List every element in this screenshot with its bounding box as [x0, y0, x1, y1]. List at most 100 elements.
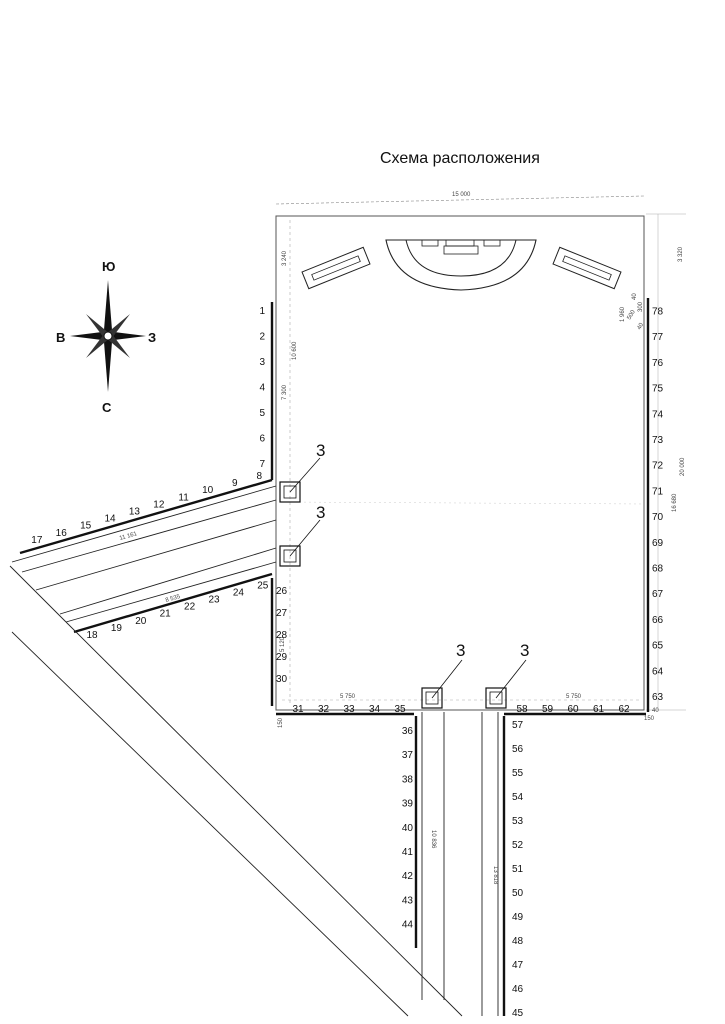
segment-number: 62: [618, 704, 630, 715]
segment-number: 30: [276, 674, 288, 685]
dim-small-b: 500: [627, 309, 638, 321]
dim-right-top: 3 320: [678, 246, 684, 262]
segment-number: 18: [86, 630, 98, 641]
compass-south-label: С: [102, 400, 112, 415]
segment-number: 68: [652, 564, 664, 575]
segment-number: 44: [402, 920, 414, 931]
segment-number: 7: [259, 459, 265, 470]
dim-side-small: 5 120: [280, 636, 286, 652]
segment-number: 65: [652, 641, 664, 652]
segment-number: 32: [318, 704, 330, 715]
segment-number: 21: [160, 609, 172, 620]
segment-number: 17: [31, 535, 43, 546]
segment-number: 76: [652, 358, 664, 369]
dim-small-c: 40: [632, 293, 638, 300]
segment-number: 24: [233, 587, 245, 598]
segment-number: 34: [369, 704, 381, 715]
dim-small-d: 300: [638, 301, 644, 312]
segment-number: 9: [232, 478, 238, 489]
segment-number: 47: [512, 960, 524, 971]
plot-boundary: [275, 195, 686, 711]
segment-number: 78: [652, 307, 664, 318]
segment-number: 73: [652, 435, 664, 446]
segment-number: 75: [652, 384, 664, 395]
dim-corner-left: 150: [278, 717, 284, 728]
dim-right-mid: 16 680: [672, 493, 678, 512]
segment-number: 58: [516, 704, 528, 715]
segment-number: 16: [56, 528, 68, 539]
segment-number: 45: [512, 1008, 524, 1019]
segment-number: 41: [402, 847, 414, 858]
segment-number: 77: [652, 332, 664, 343]
segment-number: 74: [652, 409, 664, 420]
segment-number: 29: [276, 652, 288, 663]
dim-road-upper: 11 161: [119, 531, 139, 542]
marker-squares: [279, 457, 527, 709]
segment-number: 12: [153, 499, 165, 510]
segment-number: 64: [652, 666, 664, 677]
segment-number: 43: [402, 895, 414, 906]
segment-number: 70: [652, 512, 664, 523]
segment-number: 50: [512, 888, 524, 899]
segment-number: 48: [512, 936, 524, 947]
compass-rose: Ю В З С: [56, 259, 156, 415]
dim-bottom-right: 5 750: [566, 694, 582, 700]
segment-number: 69: [652, 538, 664, 549]
dim-exit-right: 13 818: [492, 866, 498, 885]
dim-small-a: 1 960: [620, 306, 626, 322]
segment-number: 46: [512, 984, 524, 995]
compass-east-label: З: [148, 330, 156, 345]
dim-corner-right: 150: [644, 716, 655, 722]
segment-number: 13: [129, 507, 141, 518]
segment-number: 71: [652, 486, 664, 497]
segment-number: 33: [343, 704, 355, 715]
dim-left-top: 3 240: [282, 250, 288, 266]
segment-number: 59: [542, 704, 554, 715]
segment-number: 10: [202, 485, 214, 496]
segment-number: 35: [394, 704, 406, 715]
segment-number: 39: [402, 799, 414, 810]
segment-number: 20: [135, 616, 147, 627]
segment-number: 2: [259, 332, 265, 343]
segment-number: 4: [259, 383, 265, 394]
segment-number: 38: [402, 774, 414, 785]
segment-number: 53: [512, 816, 524, 827]
segment-number: 1: [259, 306, 265, 317]
dimension-labels: 15 000 3 240 10 600 7 300 3 320 20 000 1…: [119, 192, 686, 885]
segment-number: 8: [256, 471, 262, 482]
segment-numbers: 1234567891011121314151617181920212223242…: [31, 306, 663, 1019]
segment-number: 51: [512, 864, 524, 875]
segment-number: 37: [402, 750, 414, 761]
segment-number: 66: [652, 615, 664, 626]
marker-label: 3: [316, 503, 325, 522]
segment-number: 15: [80, 521, 92, 532]
marker-label: 3: [456, 641, 465, 660]
segment-number: 63: [652, 692, 664, 703]
segment-number: 26: [276, 586, 288, 597]
dim-edge-right: 40: [652, 708, 659, 714]
segment-number: 61: [593, 704, 605, 715]
segment-number: 54: [512, 792, 524, 803]
segment-number: 5: [259, 408, 265, 419]
marker-label: 3: [316, 441, 325, 460]
segment-number: 52: [512, 840, 524, 851]
segment-number: 57: [512, 720, 524, 731]
dim-exit-left: 10 836: [430, 830, 436, 849]
segment-number: 25: [257, 580, 269, 591]
segment-number: 55: [512, 768, 524, 779]
dim-road-lower: 8 535: [165, 594, 182, 604]
diagram-title: Схема расположения: [380, 150, 540, 167]
segment-number: 14: [104, 514, 116, 525]
fence-lines: [19, 298, 650, 1016]
dim-bottom-left: 5 750: [340, 694, 356, 700]
dim-small-e: 40: [637, 322, 646, 331]
compass-west-label: В: [56, 330, 65, 345]
segment-number: 28: [276, 630, 288, 641]
segment-number: 60: [567, 704, 579, 715]
segment-number: 11: [178, 492, 189, 503]
stage-structure: [301, 239, 622, 291]
segment-number: 72: [652, 461, 664, 472]
compass-north-label: Ю: [102, 259, 115, 274]
